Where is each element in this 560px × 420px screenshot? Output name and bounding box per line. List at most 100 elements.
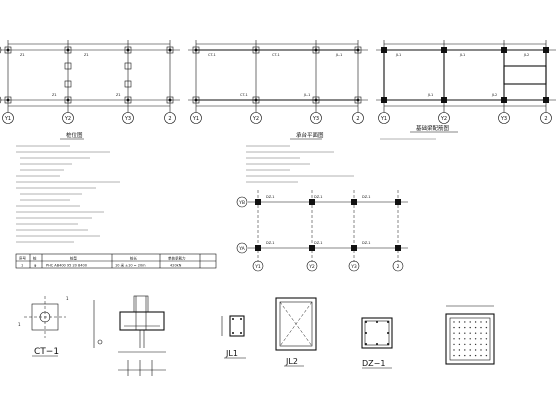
column-mark <box>4 46 12 54</box>
pile-mark <box>124 80 132 88</box>
grid-axis-label: Y1 <box>380 116 387 122</box>
grid-axis-label: 2 <box>356 116 359 122</box>
detail-ct1: CT−1 1 1 <box>18 296 69 357</box>
detail-ct1-section <box>93 295 166 376</box>
notes-center: 承台平面图 <box>246 131 354 183</box>
row-axis-bubble <box>0 46 2 54</box>
grid-axis-label: Y3 <box>124 116 131 122</box>
plan-label: JL-1 <box>303 93 310 97</box>
plan-label: DZ-1 <box>266 195 275 199</box>
grid-axis-label: Y2 <box>64 116 71 122</box>
detail-dz1: DZ−1 <box>361 317 393 369</box>
grid-axis-bubble <box>348 260 360 272</box>
plan-label: DZ-1 <box>314 195 323 199</box>
table-header-3: 桩长 <box>130 256 137 261</box>
table-cell-1: φ <box>34 264 37 268</box>
plan-label: DZ-1 <box>362 195 371 199</box>
grid-axis-label: Y3 <box>500 116 507 122</box>
row-axis-label: YA <box>238 246 245 252</box>
grid-axis-label: Y1 <box>254 264 261 270</box>
grid-axis-label: 2 <box>544 116 547 122</box>
column-mark <box>166 96 174 104</box>
detail-jl1-label: JL1 <box>225 349 238 358</box>
grid-axis-bubble <box>252 260 264 272</box>
plan-label: DZ-1 <box>362 241 371 245</box>
plan-label: Z1 <box>52 93 57 97</box>
column-mark <box>166 46 174 54</box>
plan-label: JL2 <box>523 53 529 57</box>
column-mark <box>351 199 357 205</box>
plan-label: Z1 <box>84 53 89 57</box>
column-mark <box>124 46 132 54</box>
table-cell-4: 420kN <box>170 264 182 268</box>
grid-axis-label: Y2 <box>440 116 447 122</box>
plan-label: CT-1 <box>240 93 248 97</box>
notes-right: 基础梁配筋图 <box>380 124 458 140</box>
detail-jl2: JL2 <box>275 297 317 367</box>
row-axis-bubble <box>0 96 2 104</box>
grid-axis-label: Y3 <box>312 116 319 122</box>
pile-table: 序号 桩 桩型 桩长 单桩承载力 1 φ PHC AB400 95 20 840… <box>15 253 217 269</box>
column-mark <box>309 245 315 251</box>
table-cell-0: 1 <box>21 264 23 268</box>
svg-text:1: 1 <box>66 296 69 301</box>
grid-axis-label: Y2 <box>308 264 315 270</box>
pile-plan-title: 桩位图 <box>66 131 83 139</box>
column-mark <box>395 199 401 205</box>
column-mark <box>255 199 261 205</box>
notes-left: 桩位图 <box>16 131 120 243</box>
plan-label: JL-1 <box>335 53 342 57</box>
plan-label: JL2 <box>491 93 497 97</box>
column-mark <box>255 245 261 251</box>
grid-axis-label: Y3 <box>350 264 357 270</box>
plan-label: JL1 <box>395 53 401 57</box>
cap-plan-title: 承台平面图 <box>296 131 324 139</box>
plan-label: DZ-1 <box>266 241 275 245</box>
grid-axis-label: 2 <box>397 264 400 270</box>
grid-axis-label: 2 <box>168 116 171 122</box>
grid-axis-label: Y1 <box>4 116 11 122</box>
grid-axis-bubble <box>392 260 404 272</box>
plan-label: Z1 <box>20 53 25 57</box>
column-mark <box>4 96 12 104</box>
row-axis-bubble <box>236 242 248 254</box>
grid-axis-label: Y2 <box>252 116 259 122</box>
plan-label: CT-1 <box>208 53 216 57</box>
plan-label: JL1 <box>427 93 433 97</box>
column-mark <box>64 46 72 54</box>
table-cell-2: PHC AB400 95 20 8400 <box>46 264 87 268</box>
plan-label: DZ-1 <box>314 241 323 245</box>
column-mark <box>395 245 401 251</box>
grid-axis-bubble <box>306 260 318 272</box>
table-header-1: 桩 <box>33 256 37 261</box>
plan-label: JL1 <box>459 53 465 57</box>
column-mark <box>124 96 132 104</box>
pile-mark <box>64 62 72 70</box>
column-mark <box>351 245 357 251</box>
svg-text:1: 1 <box>18 322 21 327</box>
beam-box <box>503 65 547 85</box>
table-header-2: 桩型 <box>70 256 77 261</box>
pile-mark <box>64 80 72 88</box>
table-header-4: 单桩承载力 <box>168 256 186 261</box>
plan-pile-plan: Y1Y2Y32YBYAZ1Z1Z1Z1 <box>0 40 180 124</box>
detail-jl2-label: JL2 <box>285 357 298 366</box>
detail-dz1-label: DZ−1 <box>362 359 385 368</box>
detail-ct1-label: CT−1 <box>34 347 59 357</box>
plan-label: CT-1 <box>272 53 280 57</box>
column-mark <box>64 96 72 104</box>
detail-jl1: JL1 <box>221 315 246 359</box>
table-header-0: 序号 <box>19 256 26 261</box>
column-mark <box>309 199 315 205</box>
detail-dotted-panel <box>445 305 495 365</box>
table-cell-3: 10 米 ±10 = 20m <box>115 263 146 268</box>
beam-plan-title: 基础梁配筋图 <box>416 124 450 132</box>
row-axis-bubble <box>236 196 248 208</box>
pile-mark <box>124 62 132 70</box>
plan-label: Z1 <box>116 93 121 97</box>
row-axis-label: YB <box>238 200 245 206</box>
grid-axis-label: Y1 <box>192 116 199 122</box>
